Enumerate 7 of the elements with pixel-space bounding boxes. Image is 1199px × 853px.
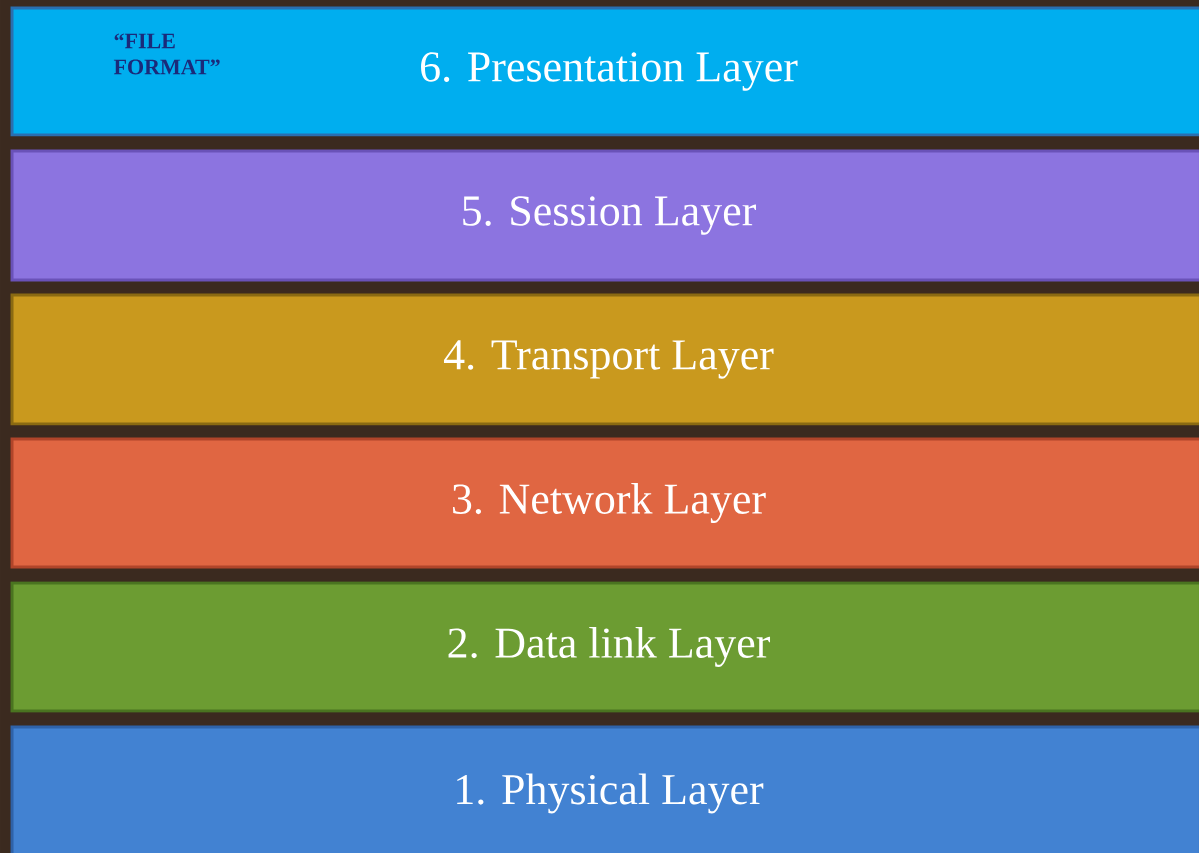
layer-band: 1. Physical Layer <box>10 725 1199 853</box>
layer-band: 3. Network Layer <box>10 437 1199 569</box>
layer-band: 2. Data link Layer <box>10 581 1199 713</box>
layer-band: 5. Session Layer <box>10 149 1199 282</box>
layer-band: 6. Presentation Layer “FILE FORMAT” <box>10 6 1199 137</box>
note-text: “FILE FORMAT” <box>113 33 220 75</box>
layer-band: 4. Transport Layer <box>10 293 1199 426</box>
